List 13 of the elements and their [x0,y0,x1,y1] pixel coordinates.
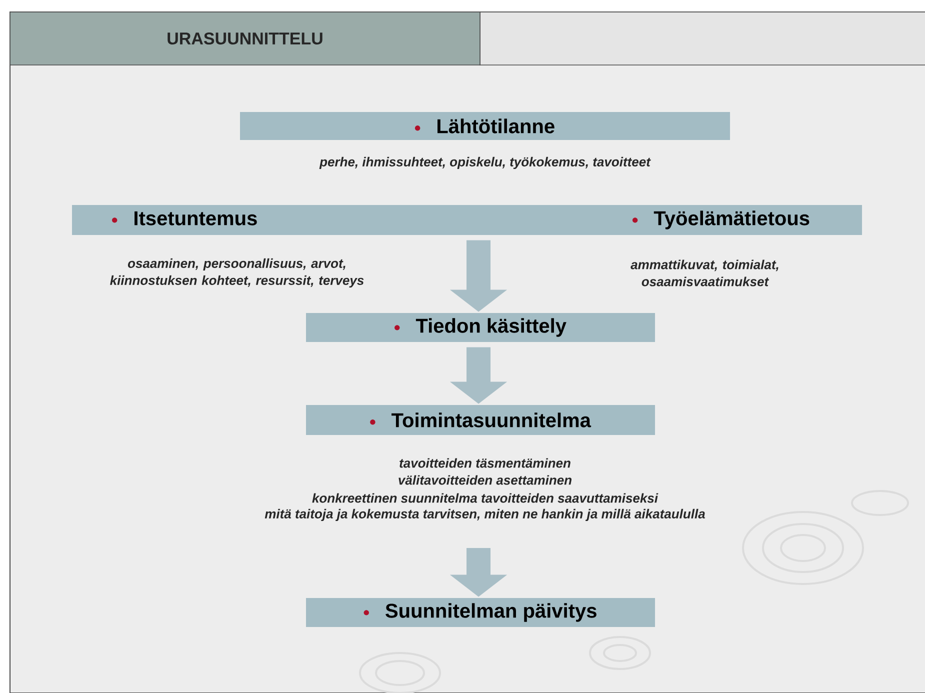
description-text: osaaminen, persoonallisuus, arvot, kiinnostuksen kohteet, resurssit, terveys [110,258,364,288]
step-box: Tiedon käsittely [306,313,655,342]
step-box: Suunnitelman päivitys [306,598,655,627]
description-text: ammattikuvat, toimialat, osaamisvaatimukset [630,260,778,286]
step-box: Toimintasuunnitelma [306,405,655,435]
description-text: konkreettinen suunnitelma tavoitteiden saavuttamiseksi [312,493,658,503]
description-text: mitä taitoja ja kokemusta tarvitsen, miten ne hankin ja millä aikataululla [264,508,705,522]
description-text: perhe, ihmissuhteet, opiskelu, työkokemus, tavoitteet [319,156,651,170]
description-text: tavoitteiden täsmentäminen [400,458,570,468]
description-text: välitavoitteiden asettaminen [398,475,572,485]
title-bar: URASUUNNITTELU [10,12,480,66]
step-box: Itsetuntemus Työelämätietous [72,205,862,235]
step-box: Lähtötilanne [240,112,730,140]
